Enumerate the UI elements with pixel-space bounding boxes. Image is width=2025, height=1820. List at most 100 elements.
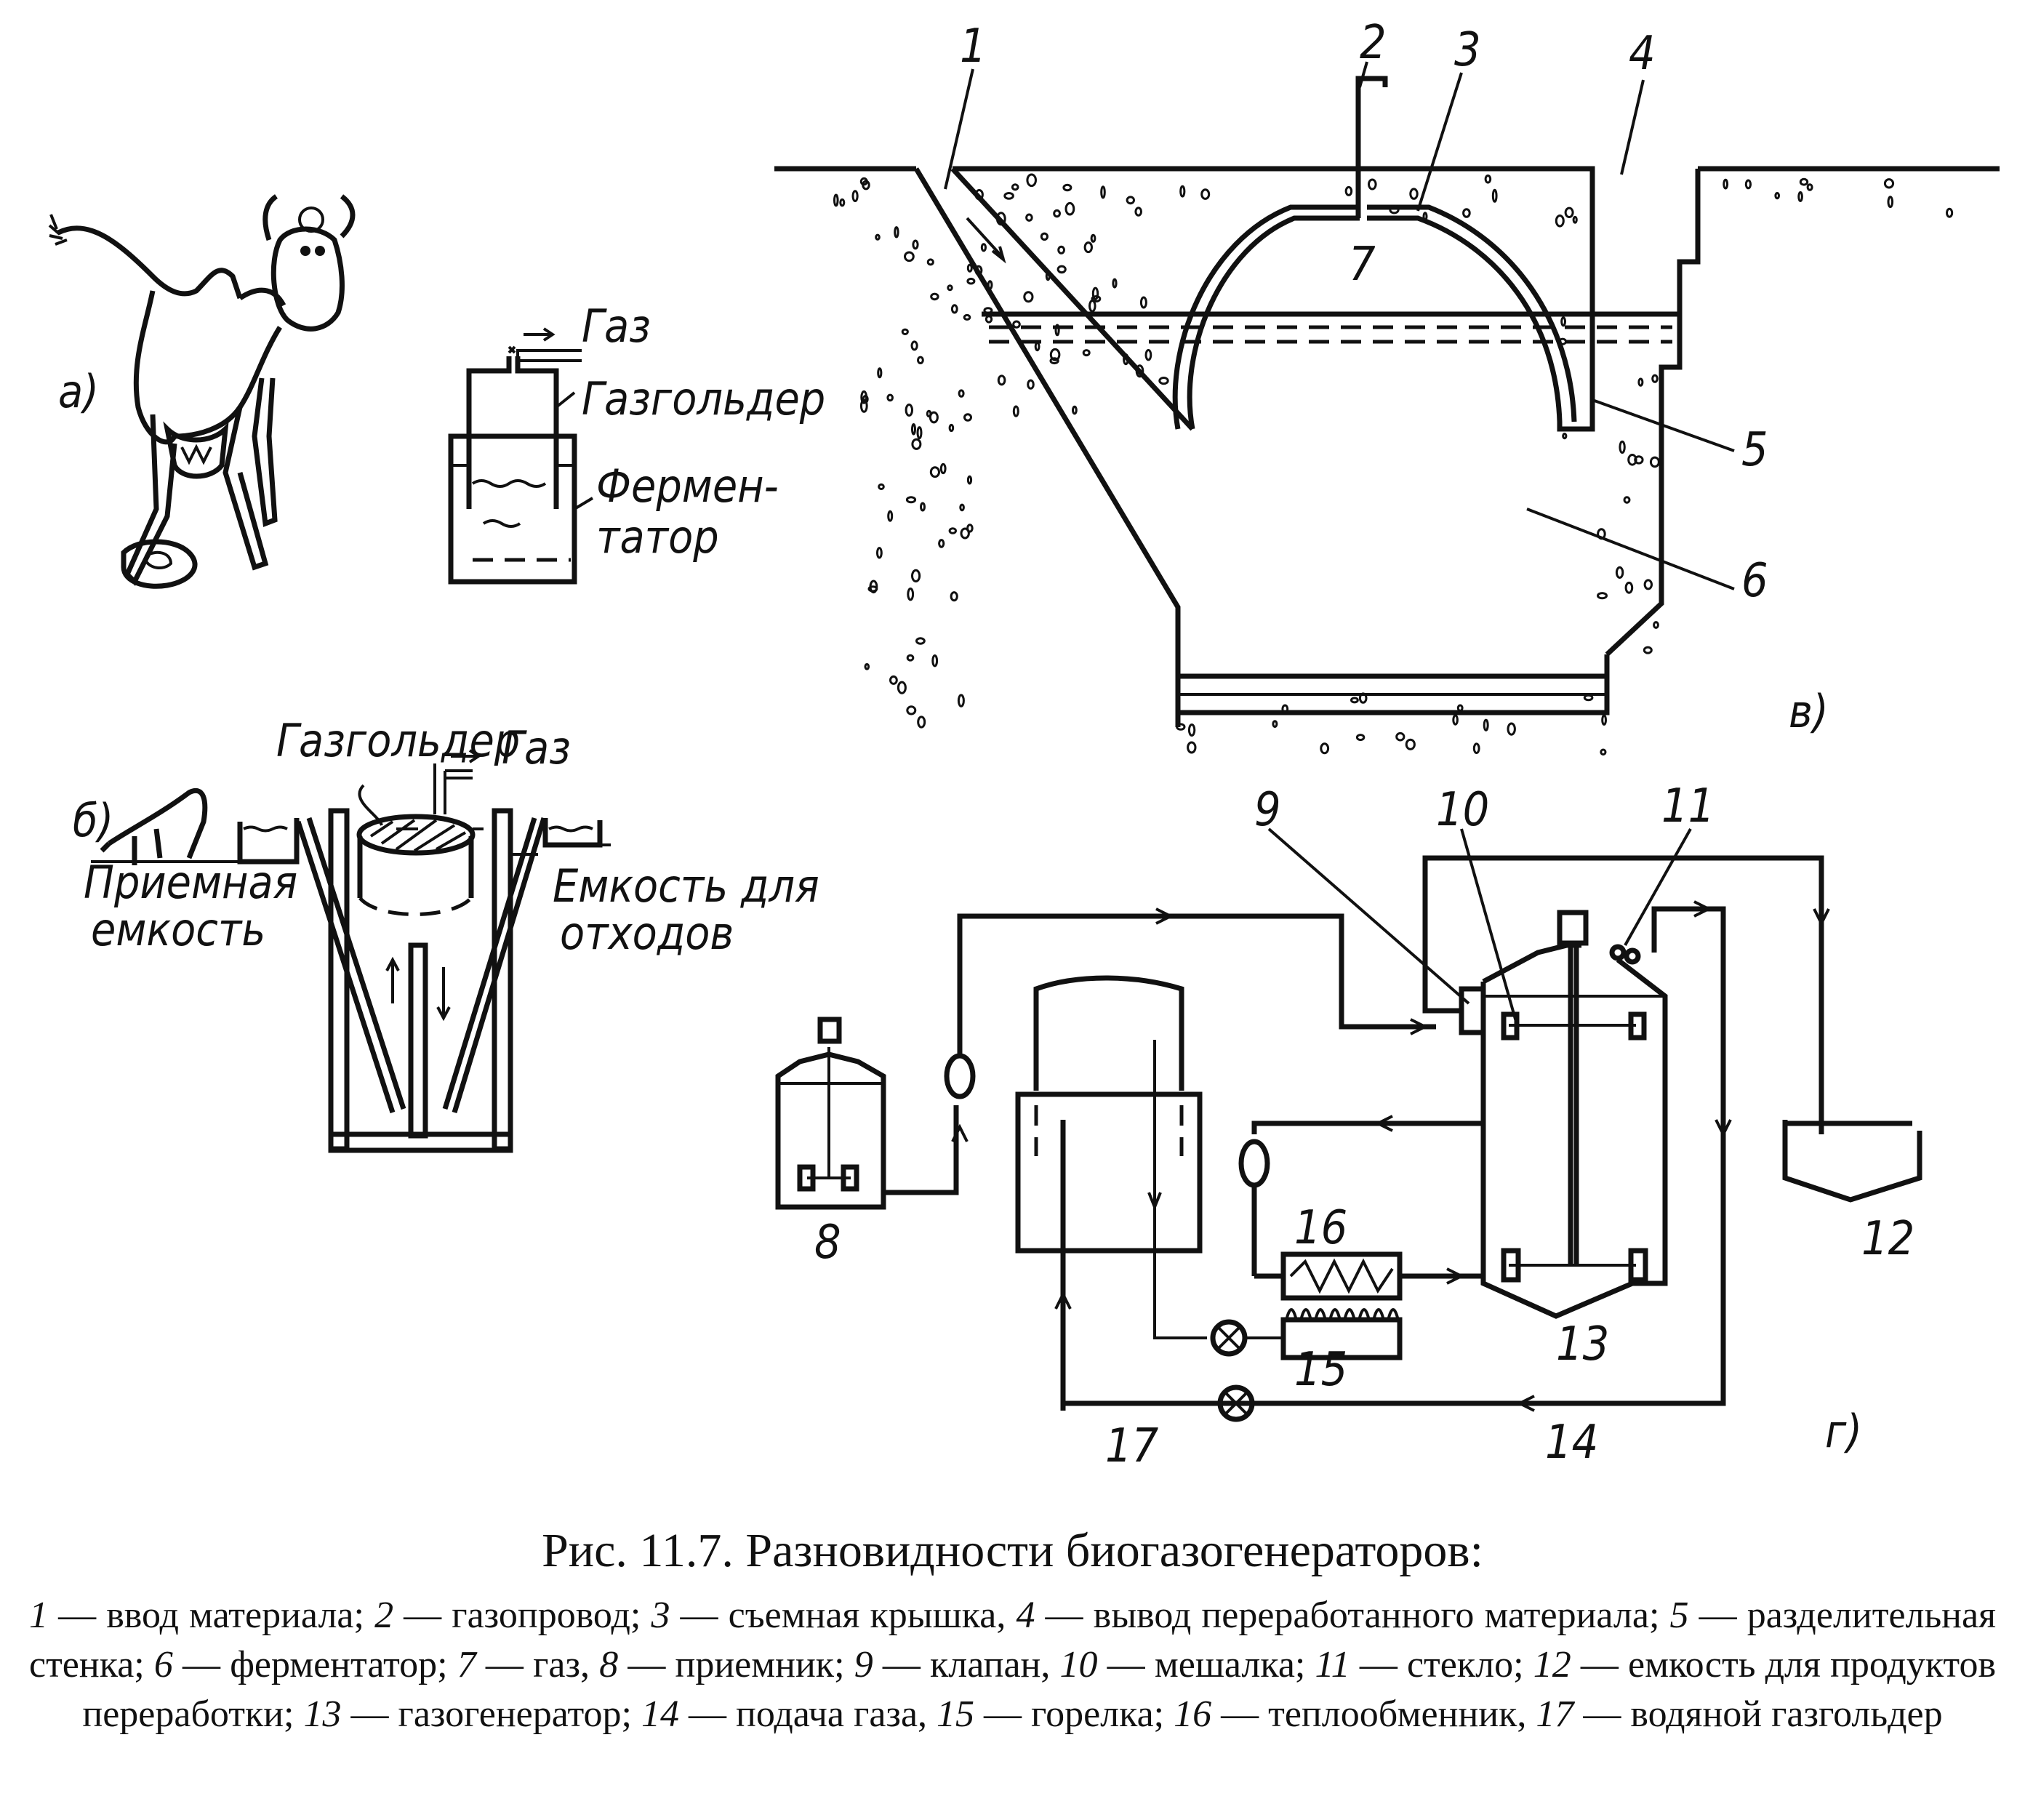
soil-dot bbox=[1064, 201, 1075, 216]
soil-dot bbox=[851, 190, 859, 203]
valve-icon-2 bbox=[1217, 1384, 1255, 1422]
label-gasholder-a: Газгольдер bbox=[582, 372, 825, 425]
soil-dot bbox=[1045, 270, 1051, 281]
legend-number: 17 bbox=[1536, 1693, 1574, 1735]
marker-17: 17 bbox=[1105, 1419, 1159, 1473]
legend-number: 2 bbox=[374, 1595, 394, 1636]
soil-dot bbox=[911, 423, 916, 436]
soil-dot bbox=[1012, 405, 1019, 417]
soil-dot bbox=[966, 277, 976, 285]
legend-item: 1 — ввод материала; bbox=[29, 1595, 375, 1636]
soil-dot bbox=[974, 189, 984, 201]
soil-dot bbox=[1507, 722, 1516, 736]
soil-dot bbox=[889, 675, 898, 685]
soil-dot bbox=[869, 580, 878, 594]
soil-dot bbox=[1562, 433, 1568, 440]
marker-4: 4 bbox=[1629, 27, 1656, 81]
soil-dot bbox=[1555, 215, 1565, 228]
soil-dot bbox=[1600, 748, 1607, 756]
soil-dot bbox=[860, 390, 868, 404]
marker-10: 10 bbox=[1436, 783, 1489, 837]
soil-dot bbox=[997, 374, 1006, 386]
soil-dot bbox=[910, 340, 918, 351]
simple-fermenter-diagram: Газ Газгольдер Фермен- татор bbox=[448, 300, 825, 585]
label-gas-b: Газ bbox=[502, 721, 571, 774]
legend-number: 11 bbox=[1315, 1644, 1350, 1685]
soil-dot bbox=[1123, 353, 1129, 366]
legend-number: 7 bbox=[457, 1644, 476, 1685]
soil-dot bbox=[1049, 348, 1061, 361]
soil-dot bbox=[875, 233, 881, 241]
soil-dot bbox=[1558, 337, 1568, 345]
legend-number: 5 bbox=[1669, 1595, 1689, 1636]
soil-dot bbox=[1806, 183, 1813, 191]
soil-dot bbox=[1627, 454, 1637, 466]
soil-dot bbox=[947, 284, 953, 292]
soil-dot bbox=[938, 539, 945, 548]
soil-dot bbox=[1027, 379, 1035, 390]
soil-dot bbox=[1054, 324, 1060, 337]
soil-dot bbox=[920, 502, 926, 512]
legend-number: 3 bbox=[651, 1595, 670, 1636]
soil-dot bbox=[1484, 175, 1492, 184]
legend-number: 4 bbox=[1016, 1595, 1035, 1636]
soil-dot bbox=[926, 409, 932, 418]
soil-dot bbox=[1176, 723, 1186, 731]
legend-item: 8 — приемник; bbox=[599, 1644, 854, 1685]
soil-dot bbox=[1057, 245, 1065, 254]
soil-dot bbox=[1040, 232, 1049, 241]
soil-dot bbox=[1091, 295, 1102, 302]
panel-g: 8 9 10 11 12 13 14 15 16 17 г) bbox=[775, 779, 1922, 1473]
soil-dot bbox=[1003, 192, 1014, 200]
legend-item: 16 — теплообменник, bbox=[1174, 1693, 1536, 1735]
soil-dot bbox=[1272, 720, 1278, 728]
soil-dot bbox=[1091, 286, 1099, 300]
soil-dot bbox=[862, 180, 870, 191]
soil-dot bbox=[966, 263, 973, 273]
legend-number: 13 bbox=[303, 1693, 342, 1735]
soil-dot bbox=[1144, 349, 1152, 361]
soil-dot bbox=[911, 569, 921, 583]
soil-dot bbox=[1135, 364, 1144, 378]
soil-dot bbox=[966, 524, 974, 533]
soil-dot bbox=[926, 258, 934, 266]
legend-number: 15 bbox=[937, 1693, 975, 1735]
legend-item: 3 — съемная крышка, bbox=[651, 1595, 1016, 1636]
soil-dot bbox=[1491, 188, 1498, 203]
legend-item: 13 — газогенератор; bbox=[303, 1693, 641, 1735]
soil-dot bbox=[1643, 646, 1653, 654]
soil-dot bbox=[906, 705, 917, 715]
soil-dot bbox=[1056, 265, 1067, 274]
soil-dot bbox=[1405, 738, 1416, 750]
legend-item: 9 — клапан, bbox=[854, 1644, 1060, 1685]
gas-generator-13 bbox=[1459, 910, 1668, 1319]
soil-dot bbox=[1649, 456, 1660, 468]
soil-dot bbox=[1619, 440, 1626, 454]
soil-dot bbox=[1112, 278, 1118, 289]
soil-dot bbox=[1452, 714, 1459, 726]
soil-dot bbox=[1025, 213, 1033, 222]
marker-9: 9 bbox=[1254, 783, 1281, 837]
panel-v-label: в) bbox=[1789, 685, 1829, 738]
marker-5: 5 bbox=[1741, 423, 1768, 477]
label-fermenter-a-2: татор bbox=[596, 510, 719, 564]
soil-dot bbox=[1572, 215, 1578, 224]
soil-dot bbox=[966, 475, 973, 485]
soil-dot bbox=[1026, 173, 1037, 188]
soil-dot bbox=[1200, 188, 1211, 200]
soil-dot bbox=[833, 193, 839, 207]
soil-dot bbox=[939, 462, 947, 475]
legend-item: 4 — вывод переработанного материала; bbox=[1016, 1595, 1670, 1636]
marker-16: 16 bbox=[1294, 1201, 1347, 1255]
soil-dot bbox=[1395, 731, 1406, 742]
legend-item: 14 — подача газа, bbox=[641, 1693, 937, 1735]
marker-2: 2 bbox=[1360, 16, 1387, 70]
soil-dot bbox=[1483, 718, 1489, 731]
soil-dot bbox=[1368, 178, 1377, 191]
soil-dot bbox=[1281, 704, 1289, 714]
soil-dot bbox=[1797, 191, 1803, 202]
water-gasholder-17 bbox=[1015, 975, 1207, 1411]
soil-dot bbox=[960, 527, 970, 540]
soil-dot bbox=[1799, 177, 1809, 186]
